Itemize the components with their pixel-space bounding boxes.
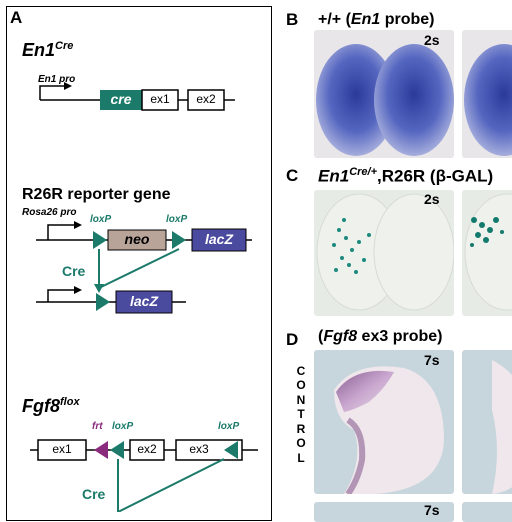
- r26r-title: R26R reporter gene: [22, 186, 171, 203]
- lacz-box-bottom: [115, 290, 173, 314]
- panel-c-label: C: [286, 166, 299, 185]
- loxp-1-triangle: [93, 231, 107, 249]
- r26r-cre-label: Cre: [62, 263, 86, 279]
- panel-d-image-4: [462, 502, 512, 522]
- panel-b-title: +/+ (En1 probe): [318, 11, 435, 28]
- cre-label: cre: [110, 91, 132, 107]
- panel-d-image-1: [314, 350, 454, 494]
- en1-promoter-label: En1 pro: [38, 74, 76, 85]
- fgf8-loxp-2-triangle: [224, 441, 238, 459]
- panel-d-label: D: [286, 330, 299, 349]
- en1-ex1-label: ex1: [150, 92, 170, 106]
- lacz-box-top: [191, 228, 247, 252]
- fgf8flox-title: Fgf8flox: [22, 396, 80, 416]
- fgf8-ex2-label: ex2: [137, 442, 157, 456]
- en1cre-title: En1Cre: [22, 40, 74, 60]
- loxp-2-triangle: [172, 231, 186, 249]
- panel-b-image-1: [314, 30, 454, 158]
- panel-d-time-bottom: 7s: [424, 502, 440, 518]
- frt-triangle: [94, 441, 108, 459]
- r26r-loxp-1-label: loxP: [90, 214, 112, 225]
- cre-box: [100, 90, 142, 110]
- en1-ex1-box: [141, 89, 179, 111]
- fgf8-ex3-box: [175, 439, 243, 461]
- fgf8-loxp-1-triangle: [110, 441, 124, 459]
- loxp-remaining-triangle: [96, 293, 110, 311]
- neo-label: neo: [124, 231, 150, 247]
- frt-label: frt: [92, 421, 103, 432]
- panel-c-time: 2s: [424, 191, 440, 207]
- en1-ex2-box: [187, 89, 225, 111]
- lacz-bottom-label: lacZ: [129, 293, 158, 309]
- panel-d-time-top: 7s: [424, 352, 440, 368]
- fgf8-ex2-box: [129, 439, 165, 461]
- fgf8-ex1-box: [37, 439, 87, 461]
- panel-a-label: A: [10, 8, 23, 27]
- panel-b-time: 2s: [424, 32, 440, 48]
- lacz-top-label: lacZ: [204, 231, 233, 247]
- fgf8-cre-label: Cre: [82, 486, 106, 502]
- fgf8-loxp-2-label: loxP: [218, 421, 240, 432]
- rosa26-promoter-label: Rosa26 pro: [22, 207, 77, 218]
- panel-d-image-2: [462, 350, 512, 494]
- en1-ex2-label: ex2: [196, 92, 216, 106]
- panel-c-image-1: [314, 190, 454, 316]
- panel-b-label: B: [286, 10, 299, 29]
- panel-c-title: En1Cre/+,R26R (β-GAL): [318, 166, 494, 186]
- panel-b-image-2: [462, 30, 512, 158]
- neo-box: [107, 229, 167, 251]
- fgf8-ex3-label: ex3: [189, 442, 209, 456]
- r26r-loxp-2-label: loxP: [166, 214, 188, 225]
- panel-d-title: (Fgf8 ex3 probe): [318, 328, 443, 345]
- panel-c-image-2: [462, 190, 512, 316]
- fgf8-loxp-1-label: loxP: [112, 421, 134, 432]
- panel-a-diagram: [30, 82, 258, 512]
- fgf8-ex1-label: ex1: [52, 442, 72, 456]
